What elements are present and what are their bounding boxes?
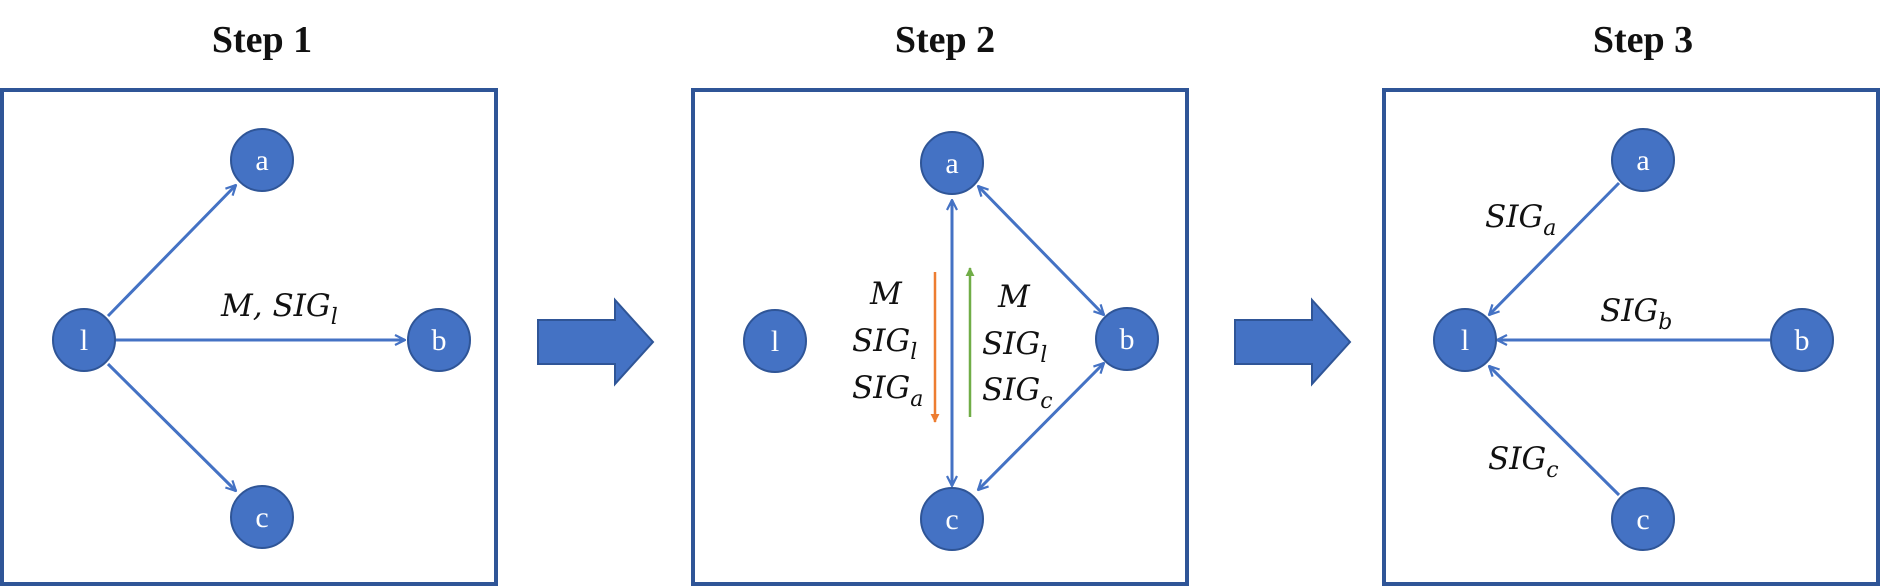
edge-l-to-a	[106, 185, 236, 318]
step-3-node-c: c	[1611, 487, 1675, 551]
step-2-node-b: b	[1095, 307, 1159, 371]
node-label: c	[255, 501, 268, 534]
edge-a-b	[978, 186, 1104, 315]
step-3-node-l: l	[1433, 308, 1497, 372]
node-label: l	[80, 324, 88, 357]
node-label: c	[1636, 503, 1649, 536]
step-2-node-l: l	[743, 309, 807, 373]
edge-l-to-c	[106, 362, 236, 491]
step-2-node-c: c	[920, 487, 984, 551]
node-label: a	[255, 144, 268, 177]
right-label-line-2: SIGl	[982, 326, 1047, 368]
step-3-label-b: SIGb	[1600, 293, 1672, 335]
step-1-title: Step 1	[212, 19, 312, 61]
step-2-node-a: a	[920, 131, 984, 195]
node-label: l	[1461, 324, 1469, 357]
big-arrow-2	[1234, 297, 1352, 387]
edge-c-to-l	[1489, 366, 1621, 497]
step-2-title: Step 2	[895, 19, 995, 61]
step-1-frame	[0, 88, 498, 586]
step-3-node-b: b	[1770, 308, 1834, 372]
step-1-edges	[106, 185, 405, 491]
edge-b-c	[978, 363, 1104, 490]
right-label-line-3: SIGc	[982, 372, 1053, 414]
node-label: b	[432, 324, 447, 357]
left-label-line-3: SIGa	[852, 370, 923, 412]
step-1-node-a: a	[230, 128, 294, 192]
step-3-title: Step 3	[1593, 19, 1693, 61]
left-label-line-2: SIGl	[852, 323, 917, 365]
right-label-line-1: M	[997, 279, 1031, 315]
big-arrow-1	[537, 297, 655, 387]
step-1-node-c: c	[230, 485, 294, 549]
step-2-right-labels: M SIGl SIGc	[982, 279, 1053, 414]
step-3-frame	[1382, 88, 1880, 586]
node-label: a	[945, 147, 958, 180]
step-1-node-l: l	[52, 308, 116, 372]
step-2-left-labels: M SIGl SIGa	[852, 276, 923, 412]
step-3-label-a: SIGa	[1485, 199, 1556, 241]
step-3-edges	[1489, 181, 1770, 497]
step-3-label-c: SIGc	[1488, 441, 1559, 483]
node-label: b	[1795, 324, 1810, 357]
node-label: b	[1120, 323, 1135, 356]
step-1-node-b: b	[407, 308, 471, 372]
node-label: l	[771, 325, 779, 358]
edge-a-to-l	[1489, 181, 1621, 315]
step-2-edges	[952, 186, 1104, 490]
node-label: c	[945, 503, 958, 536]
step-1-edge-label: M, SIGl	[220, 288, 338, 330]
node-label: a	[1636, 144, 1649, 177]
step-2-frame	[691, 88, 1189, 586]
left-label-line-1: M	[869, 276, 903, 312]
step-3-node-a: a	[1611, 128, 1675, 192]
